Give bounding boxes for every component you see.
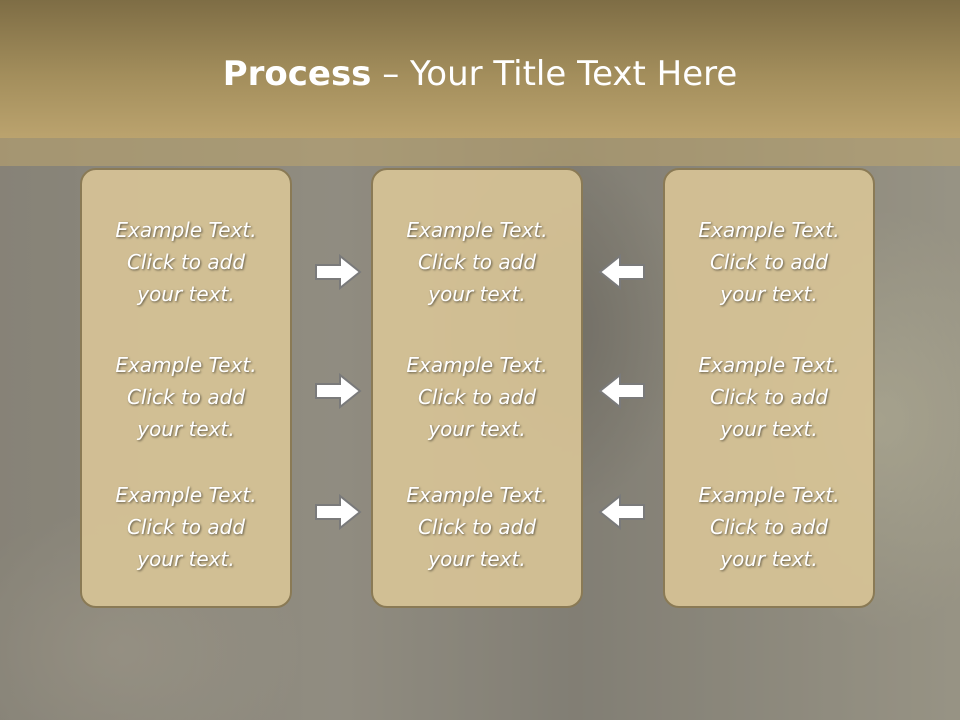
arrow-right-icon <box>315 253 362 291</box>
cell-line: Click to add <box>417 250 537 274</box>
arrow-right-icon <box>315 372 362 410</box>
title-bold: Process <box>222 54 372 94</box>
cell-line: Example Text. <box>406 483 548 507</box>
cell-line: Example Text. <box>406 353 548 377</box>
cell-line: Example Text. <box>698 353 840 377</box>
cell-line: your text. <box>720 417 818 441</box>
cell-line: your text. <box>137 417 235 441</box>
arrow-left-icon <box>598 372 645 410</box>
cell-line: Example Text. <box>115 483 257 507</box>
cell-line: Click to add <box>709 385 829 409</box>
arrow-left-icon <box>598 253 645 291</box>
slide-title[interactable]: Process – Your Title Text Here <box>0 52 960 96</box>
text-cell[interactable]: Example Text. Click to add your text. <box>665 349 873 445</box>
process-box-left[interactable]: Example Text. Click to add your text. Ex… <box>80 168 292 608</box>
title-rest: – Your Title Text Here <box>371 54 738 94</box>
text-cell[interactable]: Example Text. Click to add your text. <box>665 479 873 575</box>
cell-line: your text. <box>720 282 818 306</box>
process-box-right[interactable]: Example Text. Click to add your text. Ex… <box>663 168 875 608</box>
text-cell[interactable]: Example Text. Click to add your text. <box>665 214 873 310</box>
text-cell[interactable]: Example Text. Click to add your text. <box>373 479 581 575</box>
cell-line: your text. <box>137 282 235 306</box>
text-cell[interactable]: Example Text. Click to add your text. <box>373 214 581 310</box>
cell-line: Click to add <box>709 515 829 539</box>
cell-line: your text. <box>428 547 526 571</box>
text-cell[interactable]: Example Text. Click to add your text. <box>82 214 290 310</box>
cell-line: Click to add <box>417 515 537 539</box>
cell-line: your text. <box>720 547 818 571</box>
cell-line: your text. <box>137 547 235 571</box>
text-cell[interactable]: Example Text. Click to add your text. <box>373 349 581 445</box>
cell-line: Example Text. <box>698 218 840 242</box>
cell-line: Click to add <box>709 250 829 274</box>
cell-line: Click to add <box>126 250 246 274</box>
cell-line: Click to add <box>126 385 246 409</box>
cell-line: Example Text. <box>115 218 257 242</box>
cell-line: your text. <box>428 282 526 306</box>
text-cell[interactable]: Example Text. Click to add your text. <box>82 479 290 575</box>
arrow-right-icon <box>315 493 362 531</box>
cell-line: Example Text. <box>406 218 548 242</box>
text-cell[interactable]: Example Text. Click to add your text. <box>82 349 290 445</box>
arrow-left-icon <box>598 493 645 531</box>
cell-line: Example Text. <box>115 353 257 377</box>
cell-line: Example Text. <box>698 483 840 507</box>
cell-line: Click to add <box>126 515 246 539</box>
title-strip <box>0 138 960 166</box>
cell-line: your text. <box>428 417 526 441</box>
cell-line: Click to add <box>417 385 537 409</box>
process-box-center[interactable]: Example Text. Click to add your text. Ex… <box>371 168 583 608</box>
title-bar <box>0 0 960 138</box>
